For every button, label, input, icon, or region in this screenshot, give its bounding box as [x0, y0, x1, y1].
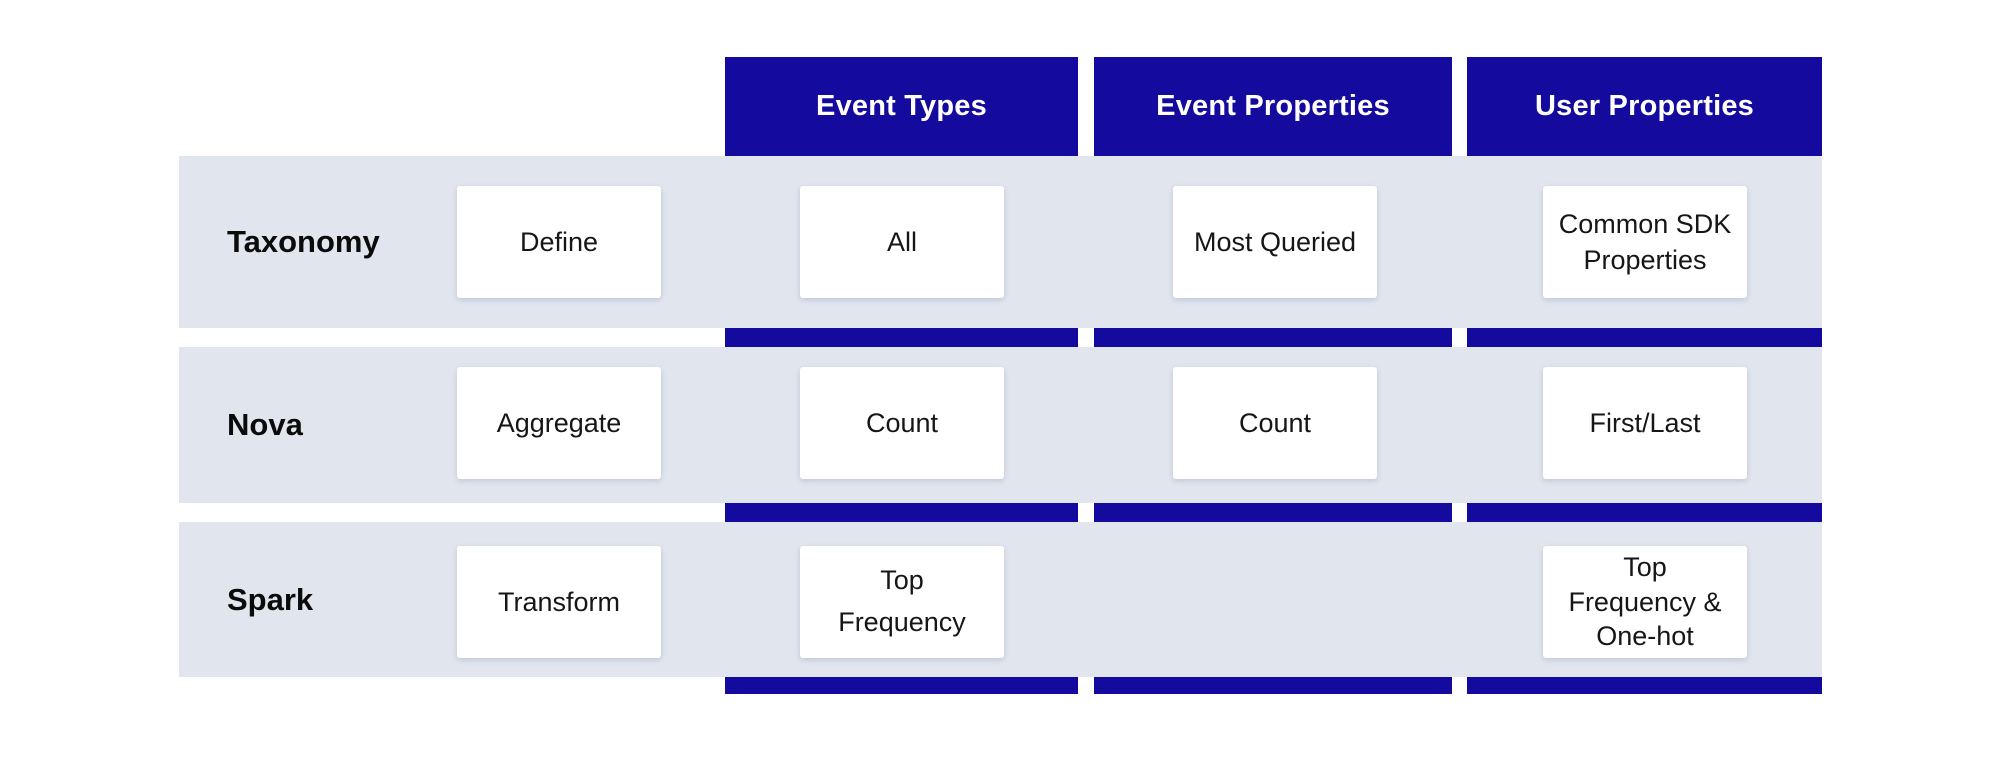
column-header-event-types: Event Types	[816, 90, 987, 122]
cell-spark-user-properties: Top Frequency & One-hot	[1543, 546, 1747, 658]
cell-nova-user-properties: First/Last	[1543, 367, 1747, 479]
cell-taxonomy-stage: Define	[457, 186, 661, 298]
row-label-nova: Nova	[227, 407, 303, 442]
cell-nova-stage: Aggregate	[457, 367, 661, 479]
row-label-taxonomy: Taxonomy	[227, 224, 380, 259]
cell-spark-stage: Transform	[457, 546, 661, 658]
column-header-event-properties: Event Properties	[1156, 90, 1390, 122]
cell-taxonomy-user-properties: Common SDK Properties	[1543, 186, 1747, 298]
cell-taxonomy-event-properties: Most Queried	[1173, 186, 1377, 298]
cell-nova-event-types: Count	[800, 367, 1004, 479]
column-header-user-properties: User Properties	[1535, 90, 1754, 122]
row-label-spark: Spark	[227, 581, 314, 617]
cell-taxonomy-event-types: All	[800, 186, 1004, 298]
cell-spark-event-types: Top Frequency	[800, 546, 1004, 658]
cell-nova-event-properties: Count	[1173, 367, 1377, 479]
